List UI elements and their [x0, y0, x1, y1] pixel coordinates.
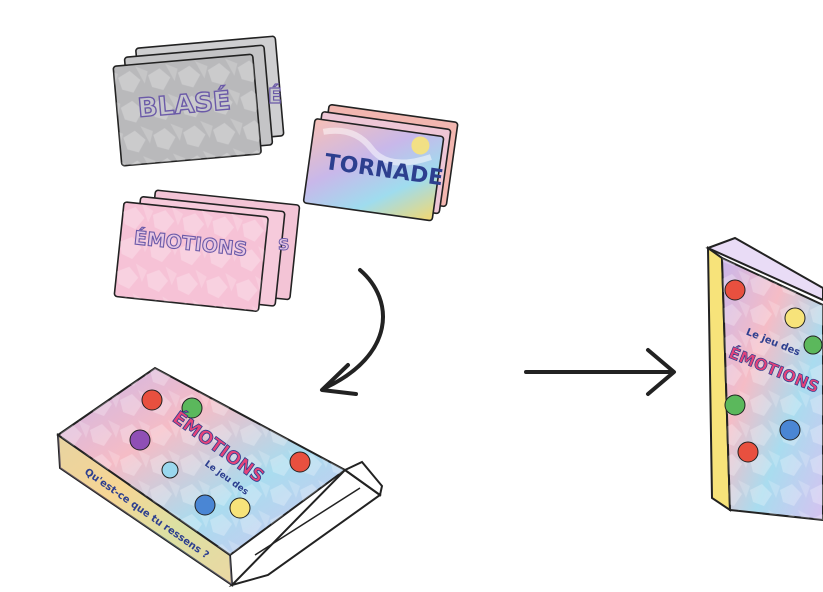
- blase-card-trail: É: [268, 84, 282, 108]
- right-arrow-icon: [526, 350, 674, 394]
- card-stack-tornade: TORNADE: [303, 103, 458, 223]
- emotions-card-trail: S: [278, 235, 290, 254]
- card-stack-blase: BLASÉ É: [112, 36, 285, 166]
- curved-down-arrow-icon: [322, 270, 383, 394]
- open-box: Qu'est-ce que tu ressens ? Le jeu des ÉM…: [58, 368, 382, 585]
- card-stack-emotions: ÉMOTIONS S: [114, 187, 300, 315]
- closed-box: Le jeu des ÉMOTIONS: [708, 238, 823, 520]
